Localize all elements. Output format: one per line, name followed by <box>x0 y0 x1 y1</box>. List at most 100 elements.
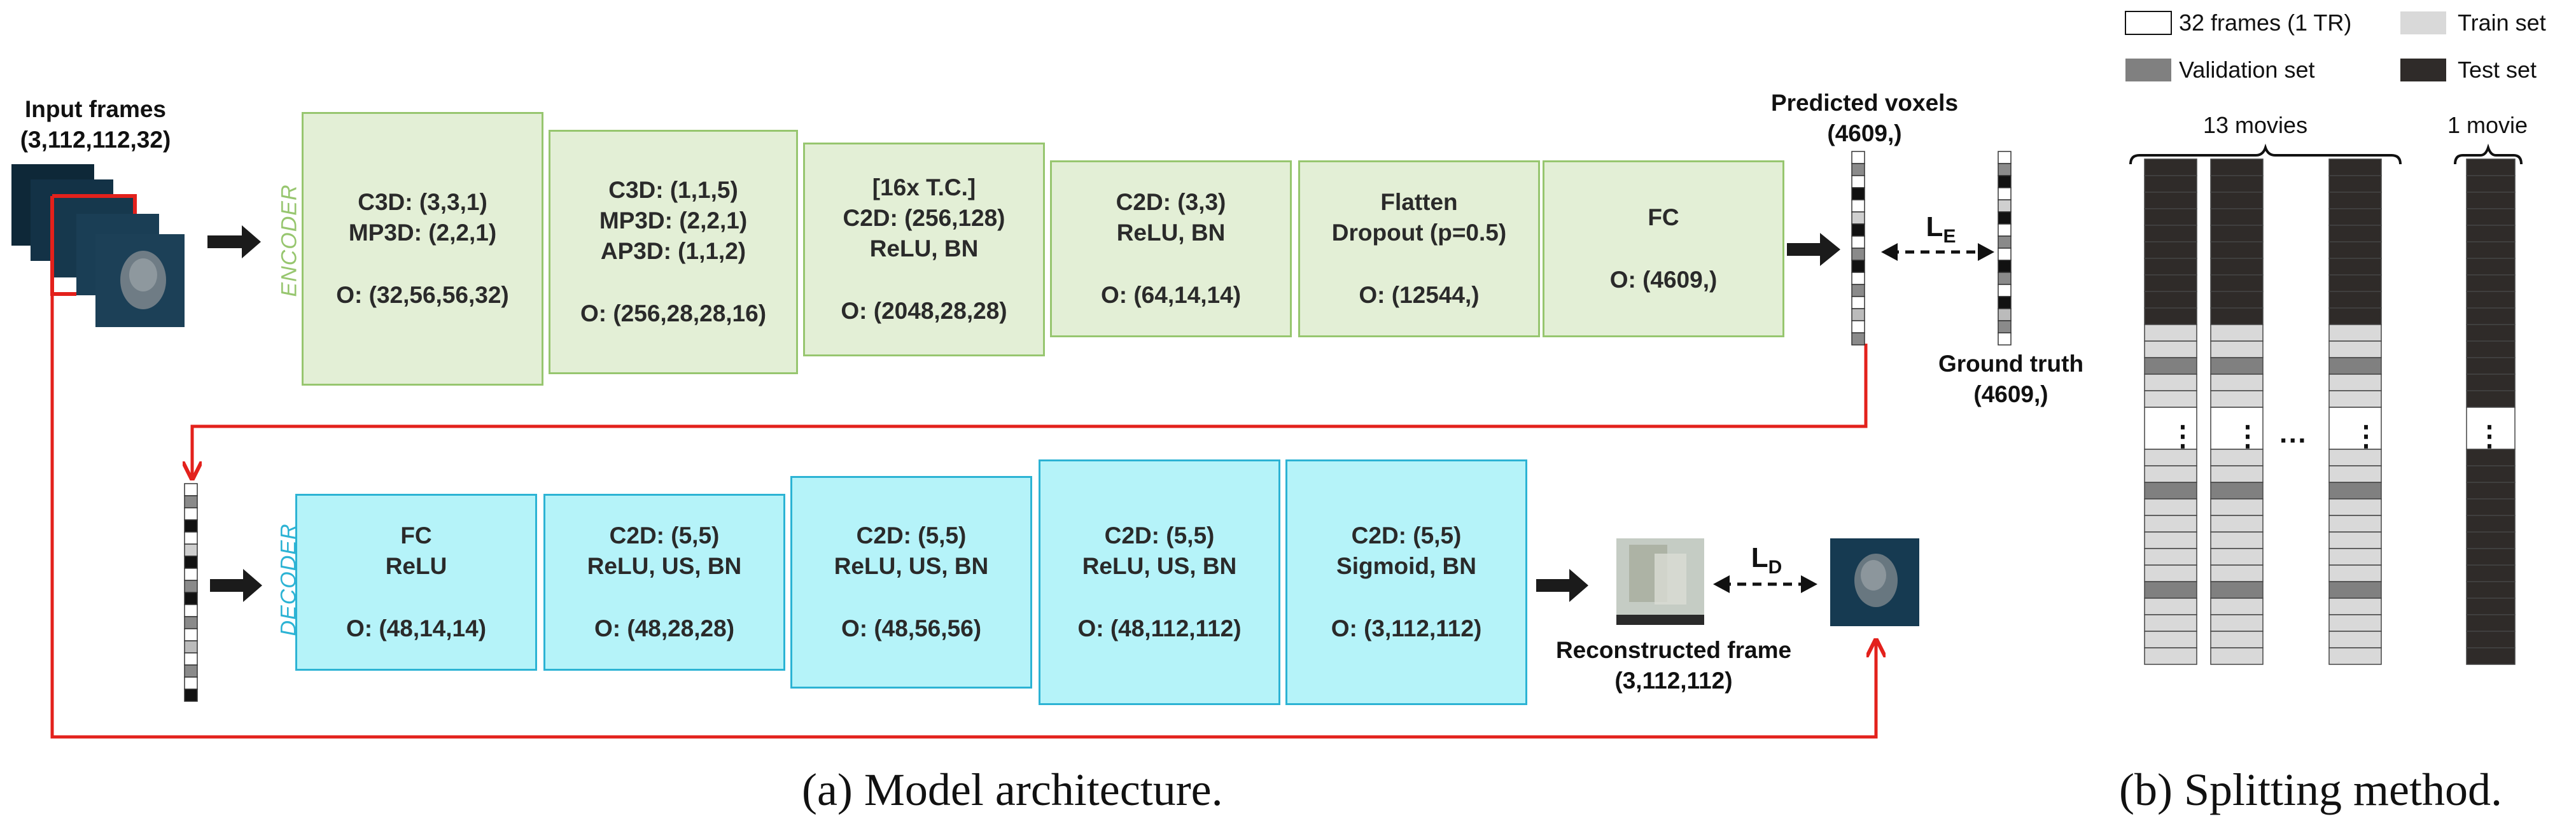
column-dots-2: ⋮ <box>2234 421 2262 452</box>
input-frames-shape: (3,112,112,32) <box>20 127 171 153</box>
encoder-block-6-line-1: FC <box>1648 204 1679 230</box>
loss-decoder-symbol: L <box>1751 542 1768 573</box>
test-column-cell <box>2466 564 2516 582</box>
predicted-voxel-cell <box>1851 320 1865 333</box>
column-1-cell <box>2144 175 2197 193</box>
column-1-cell <box>2144 258 2197 276</box>
column-2-cell <box>2210 225 2264 242</box>
test-column-cell <box>2466 225 2516 242</box>
test-column-cell <box>2466 581 2516 599</box>
predicted-voxel-cell <box>1851 235 1865 249</box>
column-3-cell <box>2328 357 2382 375</box>
decoder-input-voxel-cell <box>184 604 198 617</box>
ground-truth-voxel-cell <box>1998 248 2012 261</box>
column-3-cell <box>2328 158 2382 176</box>
predicted-voxel-cell <box>1851 308 1865 321</box>
ground-truth-voxel-cell <box>1998 163 2012 176</box>
column-3-cell <box>2328 482 2382 500</box>
column-3-cell <box>2328 225 2382 242</box>
column-1-cell <box>2144 515 2197 533</box>
predicted-voxel-cell <box>1851 284 1865 297</box>
test-column-cell <box>2466 465 2516 483</box>
column-1-cell <box>2144 598 2197 615</box>
decoder-block-5-output: O: (3,112,112) <box>1331 615 1482 642</box>
column-2-cell <box>2210 581 2264 599</box>
decoder-input-voxel-cell <box>184 592 198 605</box>
reconstructed-frame-title: Reconstructed frame <box>1555 637 1792 663</box>
column-2-cell <box>2210 374 2264 391</box>
decoder-block-2-line-1: C2D: (5,5) <box>609 522 720 549</box>
encoder-block-5-line-1: Flatten <box>1380 188 1458 215</box>
column-3-cell <box>2328 324 2382 342</box>
column-2-cell <box>2210 598 2264 615</box>
column-3-cell <box>2328 647 2382 665</box>
ground-truth-voxel-cell <box>1998 223 2012 237</box>
test-column-cell <box>2466 647 2516 665</box>
column-3-cell <box>2328 548 2382 566</box>
decoder-input-voxel-cell <box>184 556 198 569</box>
legend-label-tr: 32 frames (1 TR) <box>2179 10 2352 36</box>
column-3-cell <box>2328 564 2382 582</box>
decoder-input-voxel-cell <box>184 616 198 629</box>
encoder-block-2-output: O: (256,28,28,16) <box>580 300 767 327</box>
decoder-block-5-line-1: C2D: (5,5) <box>1351 522 1462 549</box>
column-2-cell <box>2210 465 2264 483</box>
test-column-cell <box>2466 598 2516 615</box>
decoder-input-voxel-cell <box>184 628 198 641</box>
column-3-cell <box>2328 449 2382 466</box>
predicted-voxel-cell <box>1851 187 1865 200</box>
predicted-voxel-cell <box>1851 199 1865 213</box>
test-column-cell <box>2466 324 2516 342</box>
column-1-cell <box>2144 449 2197 466</box>
predicted-voxel-cell <box>1851 248 1865 261</box>
test-column-cell <box>2466 291 2516 309</box>
legend-swatch-test <box>2400 59 2446 81</box>
test-column-cell <box>2466 407 2516 450</box>
test-column-cell <box>2466 258 2516 276</box>
column-2-cell <box>2210 324 2264 342</box>
column-3-cell <box>2328 407 2382 450</box>
ground-truth-voxel-cell <box>1998 296 2012 309</box>
test-column-cell <box>2466 614 2516 632</box>
column-1-cell <box>2144 340 2197 358</box>
encoder-block-1-output: O: (32,56,56,32) <box>336 282 509 309</box>
test-column-cell <box>2466 548 2516 566</box>
encoder-block-1: C3D: (3,3,1)MP3D: (2,2,1)O: (32,56,56,32… <box>302 112 543 386</box>
predicted-voxel-cell <box>1851 260 1865 273</box>
column-1-cell <box>2144 307 2197 325</box>
column-2-cell <box>2210 631 2264 648</box>
decoder-input-voxel-cell <box>184 640 198 654</box>
predicted-voxel-cell <box>1851 151 1865 164</box>
predicted-voxel-cell <box>1851 223 1865 237</box>
caption-splitting: (b) Splitting method. <box>2119 764 2502 815</box>
column-1-cell <box>2144 465 2197 483</box>
column-2-cell <box>2210 158 2264 176</box>
ground-truth-voxel-cell <box>1998 308 2012 321</box>
column-1-cell <box>2144 531 2197 549</box>
column-2-cell <box>2210 208 2264 226</box>
encoder-block-5-line-2: Dropout (p=0.5) <box>1331 219 1507 246</box>
test-column-cell <box>2466 307 2516 325</box>
column-1-cell <box>2144 158 2197 176</box>
legend-swatch-train <box>2400 11 2446 34</box>
column-3-cell <box>2328 307 2382 325</box>
encoder-block-2-line-3: AP3D: (1,1,2) <box>600 238 746 264</box>
column-dots-test: ⋮ <box>2475 421 2503 452</box>
test-column-cell <box>2466 374 2516 391</box>
test-column-cell <box>2466 274 2516 292</box>
column-2-cell <box>2210 390 2264 408</box>
decoder-input-voxel-cell <box>184 483 198 496</box>
decoder-block-4-output: O: (48,112,112) <box>1077 615 1242 642</box>
input-frames-title: Input frames <box>24 96 167 122</box>
test-column-cell <box>2466 158 2516 176</box>
target-frame-image <box>1830 538 1919 626</box>
loss-encoder-label: LE <box>1915 209 1966 249</box>
encoder-block-3-line-3: ReLU, BN <box>869 235 979 262</box>
test-column-cell <box>2466 531 2516 549</box>
predicted-voxels-label: Predicted voxels (4609,) <box>1731 88 1998 149</box>
